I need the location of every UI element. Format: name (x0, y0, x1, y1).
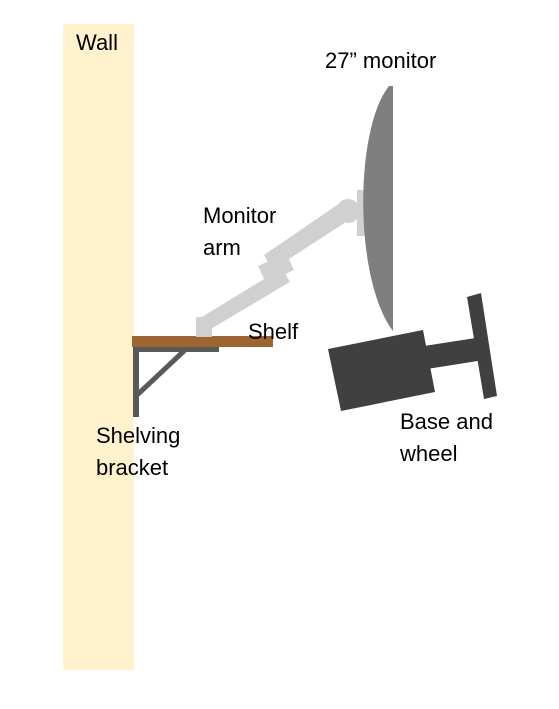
monitor-arm-label: Monitor arm (203, 200, 276, 264)
monitor-arm-shape (196, 190, 367, 337)
shelving-bracket-label: Shelving bracket (96, 420, 180, 484)
monitor-shape (363, 86, 393, 331)
shelving-bracket-shape (133, 345, 219, 417)
base-and-wheel-shape (328, 293, 497, 411)
monitor-arm-label-line: arm (203, 235, 241, 260)
shelving-bracket-label-line: Shelving (96, 423, 181, 448)
monitor-label: 27” monitor (325, 48, 437, 73)
wall-shape (63, 24, 134, 670)
base-and-wheel-label-line: Base and (400, 409, 493, 434)
wall-label: Wall (76, 30, 118, 55)
monitor-arm-label-line: Monitor (203, 203, 277, 228)
shelving-bracket-label-line: bracket (96, 455, 169, 480)
shelf-label: Shelf (248, 319, 299, 344)
base-and-wheel-label: Base and wheel (400, 406, 493, 470)
shelf-shape (132, 336, 273, 347)
base-and-wheel-label-line: wheel (400, 441, 458, 466)
